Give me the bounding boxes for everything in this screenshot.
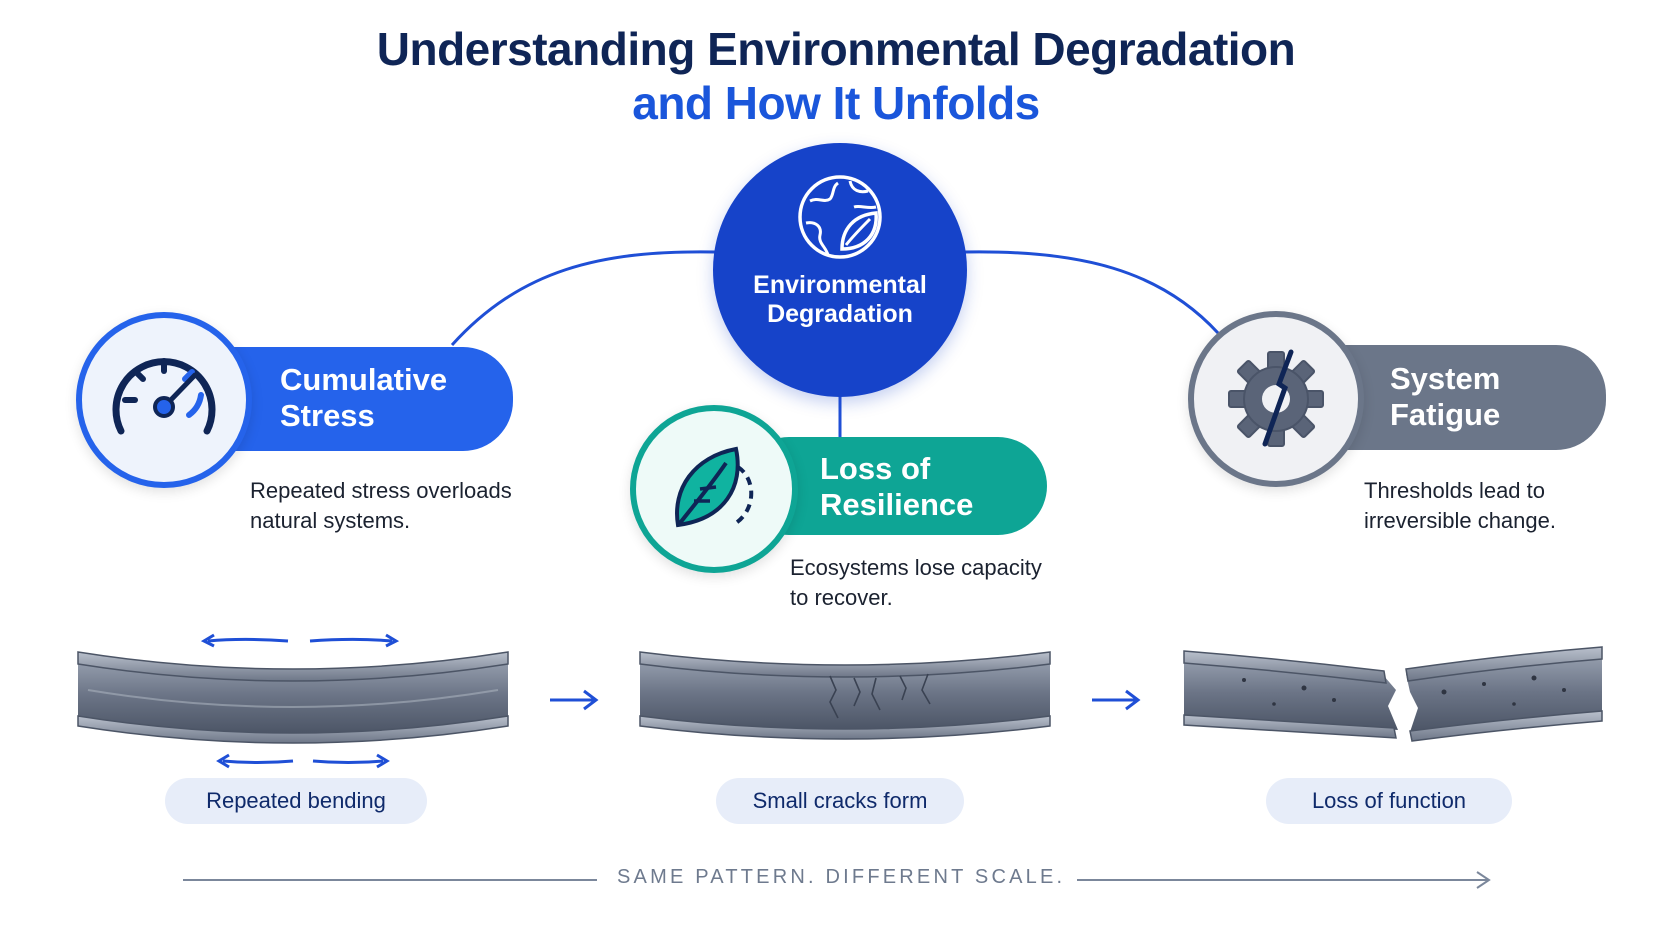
gauge-icon [112, 358, 216, 435]
node-description-fatigue: Thresholds lead to irreversible change. [1364, 478, 1556, 533]
title-line-2: and How It Unfolds [632, 77, 1040, 129]
bent-steel-beam [77, 651, 509, 744]
stage-caption-repeated-bending: Repeated bending [165, 778, 427, 824]
node-icon-circle-stress [76, 312, 252, 488]
bend-arrows-top [200, 633, 400, 648]
central-hub: Environmental Degradation [713, 143, 967, 397]
node-icon-circle-fatigue [1188, 311, 1364, 487]
stage-caption-small-cracks: Small cracks form [716, 778, 964, 824]
node-icon-circle-resilience [630, 405, 798, 573]
bend-arrows-bottom [216, 753, 390, 769]
connector-left [450, 250, 716, 347]
hub-label: Environmental Degradation [753, 271, 927, 328]
broken-steel-beam [1183, 646, 1603, 742]
title-line-1: Understanding Environmental Degradation [376, 23, 1296, 75]
node-label-system-fatigue: System Fatigue [1390, 361, 1501, 432]
node-label-loss-of-resilience: Loss of Resilience [820, 451, 974, 522]
broken-gear-icon [1228, 349, 1324, 447]
cracked-steel-beam [639, 651, 1051, 740]
footer-tagline: SAME PATTERN. DIFFERENT SCALE. [617, 866, 1066, 888]
stage-caption-loss-of-function: Loss of function [1266, 778, 1512, 824]
connector-right [964, 250, 1220, 335]
footer-line [183, 879, 597, 881]
globe-leaf-icon [798, 175, 882, 259]
step-arrow-icon [1092, 689, 1141, 711]
node-description-stress: Repeated stress overloads natural system… [250, 478, 512, 533]
node-label-cumulative-stress: Cumulative Stress [280, 362, 448, 433]
leaf-icon [675, 446, 754, 528]
step-arrow-icon [550, 689, 599, 711]
footer-arrow-icon [1077, 871, 1491, 889]
node-description-resilience: Ecosystems lose capacity to recover. [790, 555, 1042, 610]
